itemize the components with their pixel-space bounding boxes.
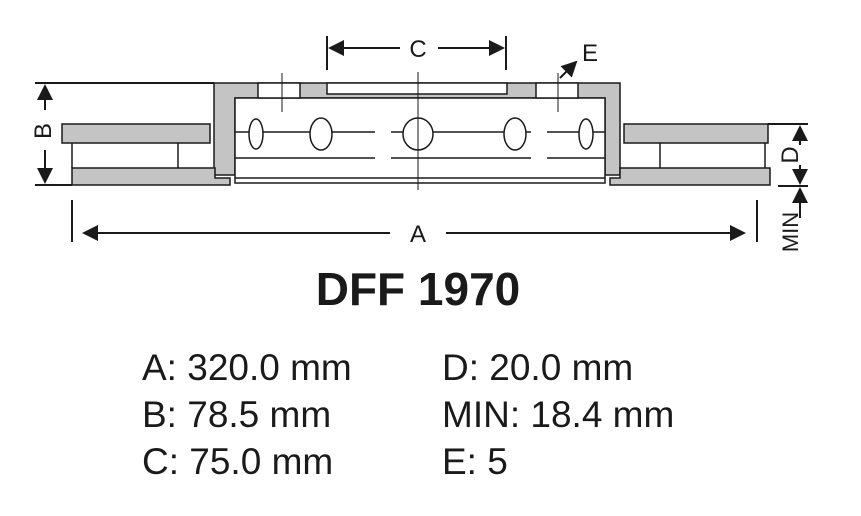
dimension-labels: C E A B D MIN [30, 36, 804, 252]
spec-c: C: 75.0 mm [142, 441, 334, 482]
label-d: D [777, 146, 804, 163]
spec-a: A: 320.0 mm [142, 347, 352, 388]
spec-b: B: 78.5 mm [142, 394, 332, 435]
spec-d: D: 20.0 mm [442, 347, 634, 388]
spec-e: E: 5 [442, 441, 508, 482]
label-b: B [30, 123, 57, 139]
spec-min: MIN: 18.4 mm [442, 394, 675, 435]
label-c: C [409, 36, 426, 63]
label-e: E [582, 40, 598, 67]
label-min: MIN [778, 212, 803, 252]
part-number-title: DFF 1970 [315, 263, 521, 315]
label-a: A [410, 221, 426, 248]
disc-cross-section [61, 72, 771, 190]
dimension-lines [35, 36, 808, 242]
